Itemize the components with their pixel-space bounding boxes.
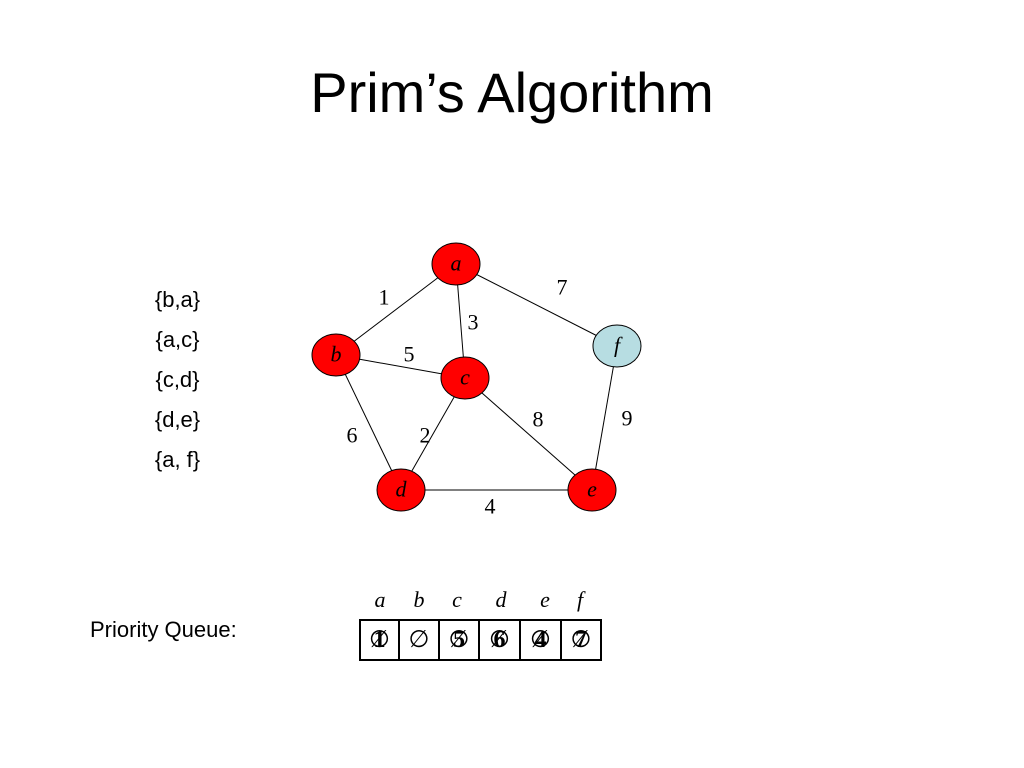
pq-header-e: e (540, 587, 550, 612)
pq-crossed-value: ∅ (369, 627, 390, 653)
edge-weight-f-e: 9 (622, 406, 633, 431)
pq-header-a: a (375, 587, 386, 612)
node-e (567, 468, 617, 512)
pq-cell (398, 619, 440, 661)
mst-edge-item: {a, f} (154, 447, 201, 472)
node-f (592, 324, 642, 368)
node-d (376, 468, 426, 512)
pq-cell (438, 619, 480, 661)
edge-weight-a-b: 1 (379, 285, 390, 310)
pq-crossed-value: ∅ (571, 627, 592, 653)
pq-crossed-value: ∅ (449, 627, 470, 653)
node-b (311, 333, 361, 377)
pq-header-d: d (496, 587, 508, 612)
pq-header-f: f (577, 587, 586, 612)
edge-weight-b-c: 5 (404, 342, 415, 367)
node-layer: a b c d e f (311, 242, 642, 512)
pq-value: 6 (494, 627, 506, 653)
mst-edge-item: {d,e} (154, 407, 201, 432)
pq-header-b: b (414, 587, 425, 612)
pq-value: 4 (535, 627, 547, 653)
edge-a-f (455, 263, 618, 347)
node-label-b: b (331, 342, 342, 367)
mst-edge-item: {a,c} (155, 327, 200, 352)
edge-weight-c-d: 2 (420, 423, 431, 448)
mst-edge-item: {b,a} (154, 287, 201, 312)
pq-header-c: c (452, 587, 462, 612)
edge-c-e (464, 377, 593, 491)
edge-weight-a-c: 3 (468, 310, 479, 335)
edge-weight-c-e: 8 (533, 407, 544, 432)
node-label-a: a (451, 251, 462, 276)
pq-cell (560, 619, 602, 661)
pq-crossed-value: ∅ (530, 627, 551, 653)
edge-b-d (335, 354, 402, 491)
edge-layer: 1 3 7 5 6 2 8 4 9 (335, 263, 633, 519)
pq-value: 1 (374, 627, 386, 653)
edge-a-b (335, 263, 457, 356)
pq-crossed-value: ∅ (489, 627, 510, 653)
node-label-d: d (396, 477, 408, 502)
pq-value: 7 (575, 627, 587, 653)
edge-weight-d-e: 4 (485, 494, 496, 519)
node-c (440, 356, 490, 400)
pq-cell (359, 619, 400, 661)
edge-weight-a-f: 7 (557, 275, 568, 300)
edge-weight-b-d: 6 (347, 423, 358, 448)
priority-queue-label: Priority Queue: (90, 617, 237, 642)
mst-edge-item: {c,d} (155, 367, 200, 392)
edge-f-e (591, 345, 618, 491)
pq-crossed-value: ∅ (409, 627, 430, 653)
pq-value: 5 (453, 627, 465, 653)
node-label-e: e (587, 477, 597, 502)
slide-title: Prim’s Algorithm (310, 61, 714, 124)
node-a (431, 242, 481, 286)
node-label-c: c (460, 365, 470, 390)
mst-edge-list: {b,a} {a,c} {c,d} {d,e} {a, f} (120, 280, 235, 480)
node-label-f: f (614, 333, 623, 358)
